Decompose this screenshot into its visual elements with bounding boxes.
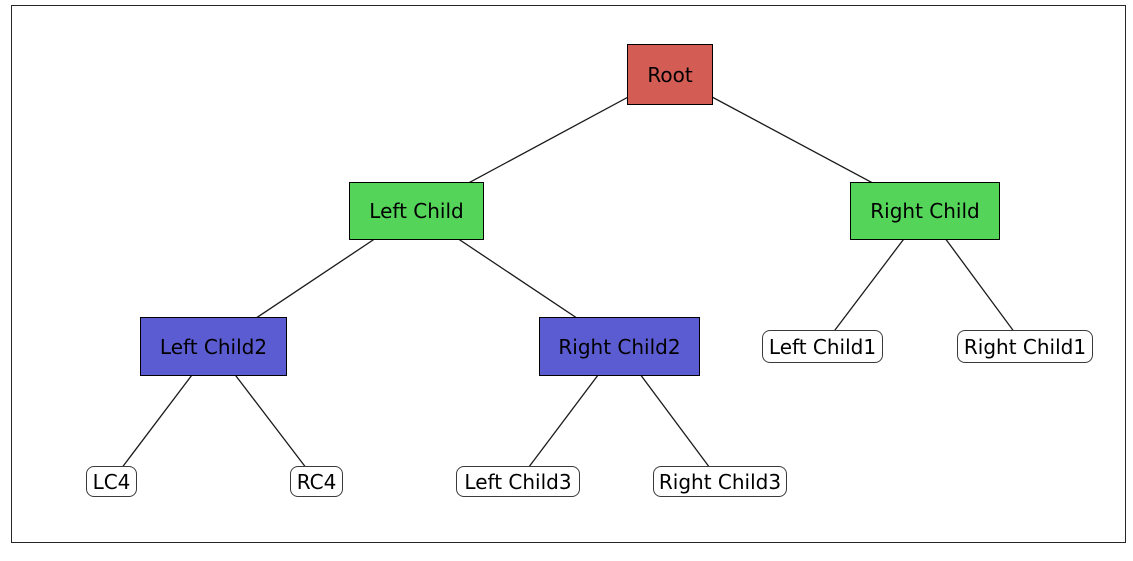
node-right-child2: Right Child2 (539, 317, 700, 376)
node-lc4: LC4 (86, 466, 137, 497)
plot-border (11, 5, 1126, 543)
node-root: Root (627, 44, 713, 105)
node-rc4: RC4 (290, 466, 343, 497)
node-right-child3: Right Child3 (653, 466, 787, 497)
node-left-child: Left Child (349, 182, 484, 240)
node-right-child: Right Child (850, 182, 1000, 240)
node-left-child1: Left Child1 (762, 330, 883, 363)
node-left-child3: Left Child3 (456, 466, 580, 497)
node-left-child2: Left Child2 (140, 317, 287, 376)
node-right-child1: Right Child1 (957, 330, 1093, 363)
